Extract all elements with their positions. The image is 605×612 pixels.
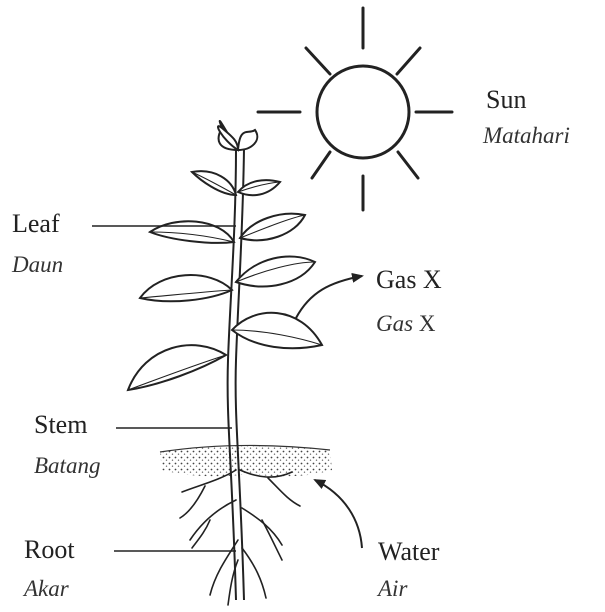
water-label: Water — [378, 538, 439, 566]
root-label-malay: Akar — [24, 576, 69, 602]
arrows — [296, 276, 362, 548]
leaves — [128, 121, 322, 390]
leader-lines — [92, 226, 236, 551]
gas-label-malay: Gas X — [376, 311, 435, 337]
leaf-label: Leaf — [12, 210, 60, 238]
leaf-icon — [128, 345, 226, 390]
water-arrow — [315, 480, 362, 548]
leaf-label-malay: Daun — [12, 252, 63, 278]
leaf-icon — [238, 130, 257, 150]
sun-icon — [258, 8, 452, 210]
leaf-icon — [236, 256, 315, 286]
gas-arrow — [296, 276, 362, 318]
gas-label: Gas X — [376, 266, 442, 294]
sun-label-malay: Matahari — [483, 123, 570, 149]
water-label-malay: Air — [378, 576, 407, 602]
gas-label-malay-x: X — [413, 311, 435, 336]
stem-icon — [228, 148, 244, 600]
stem-label-malay: Batang — [34, 453, 100, 479]
sun-label: Sun — [486, 86, 526, 114]
root-label: Root — [24, 536, 75, 564]
stem-label: Stem — [34, 411, 87, 439]
gas-label-malay-word: Gas — [376, 311, 413, 336]
